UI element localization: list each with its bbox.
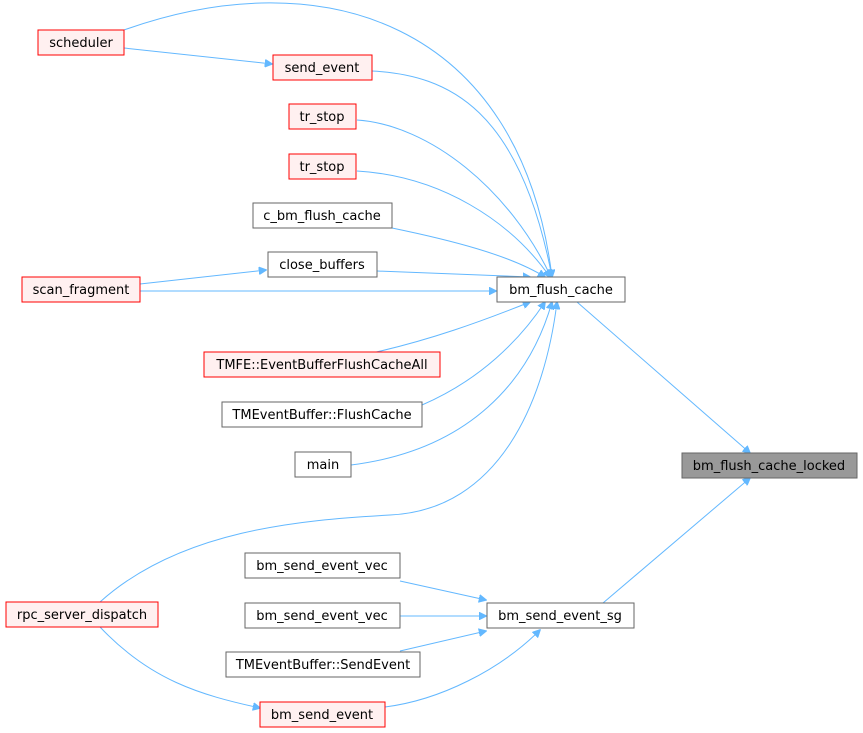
node-label: rpc_server_dispatch — [17, 608, 147, 623]
node-tr-stop-2[interactable]: tr_stop — [288, 153, 357, 180]
node-label: bm_send_event — [271, 708, 373, 723]
node-scheduler[interactable]: scheduler — [37, 29, 125, 56]
node-bm-send-event-vec-2[interactable]: bm_send_event_vec — [244, 602, 401, 629]
edge-close-buffers-to-bm-flush-cache — [376, 270, 530, 277]
edge-bm-send-event-sg-to-locked — [602, 478, 750, 604]
edge-vec-1-to-sg — [399, 580, 486, 600]
node-bm-send-event[interactable]: bm_send_event — [259, 701, 386, 728]
node-send-event[interactable]: send_event — [272, 54, 373, 81]
node-bm-send-event-sg[interactable]: bm_send_event_sg — [486, 602, 635, 629]
node-bm-flush-cache-locked[interactable]: bm_flush_cache_locked — [681, 452, 858, 479]
node-bm-send-event-vec-1[interactable]: bm_send_event_vec — [244, 552, 401, 579]
edge-tr-stop-2-to-bm-flush-cache — [356, 170, 550, 277]
node-tmeventbuffer-sendevent[interactable]: TMEventBuffer::SendEvent — [225, 651, 421, 678]
node-label: tr_stop — [299, 160, 344, 175]
edge-scheduler-to-bm-flush-cache — [123, 2, 552, 277]
edge-bm-send-event-to-sg — [384, 630, 540, 708]
node-label: tr_stop — [299, 110, 344, 125]
node-tmeventbuffer-flushcache[interactable]: TMEventBuffer::FlushCache — [221, 401, 423, 428]
edge-bm-flush-cache-to-locked — [576, 301, 750, 453]
node-tr-stop-1[interactable]: tr_stop — [288, 103, 357, 130]
edge-tmeventbuffer-sendevent-to-sg — [399, 631, 486, 652]
edge-rpc-to-bm-send-event — [99, 626, 260, 708]
node-label: scan_fragment — [33, 283, 130, 298]
edge-tmfe-flush-all-to-bm-flush-cache — [371, 302, 530, 354]
node-label: bm_send_event_vec — [256, 559, 388, 574]
edge-scan-fragment-to-close-buffers — [139, 270, 266, 285]
node-label: c_bm_flush_cache — [263, 209, 381, 224]
node-label: bm_flush_cache — [509, 283, 613, 298]
edge-send-event-to-bm-flush-cache — [371, 70, 552, 277]
node-tmfe-eventbufferflushcacheall[interactable]: TMFE::EventBufferFlushCacheAll — [203, 351, 441, 378]
node-close-buffers[interactable]: close_buffers — [267, 251, 378, 278]
node-label: main — [307, 458, 339, 473]
node-bm-flush-cache[interactable]: bm_flush_cache — [496, 276, 626, 303]
node-label: TMFE::EventBufferFlushCacheAll — [215, 358, 427, 373]
node-scan-fragment[interactable]: scan_fragment — [21, 276, 141, 303]
edge-main-to-bm-flush-cache — [350, 302, 552, 466]
edges-layer — [99, 2, 750, 708]
node-label: bm_send_event_sg — [498, 609, 622, 624]
node-label: bm_flush_cache_locked — [693, 459, 845, 474]
edge-scheduler-to-send-event — [123, 47, 272, 64]
edge-rpc-to-bm-flush-cache — [99, 302, 557, 603]
node-label: bm_send_event_vec — [256, 609, 388, 624]
node-label: TMEventBuffer::SendEvent — [235, 658, 410, 673]
edge-tr-stop-1-to-bm-flush-cache — [356, 119, 551, 277]
edge-c-bm-flush-cache-to-bm-flush-cache — [391, 227, 545, 277]
node-label: scheduler — [49, 36, 113, 51]
nodes-layer: scheduler send_event tr_stop tr_stop c_b… — [5, 29, 858, 728]
node-main[interactable]: main — [294, 451, 352, 478]
node-label: send_event — [285, 61, 360, 76]
node-label: TMEventBuffer::FlushCache — [231, 408, 411, 423]
node-label: close_buffers — [279, 258, 365, 273]
node-rpc-server-dispatch[interactable]: rpc_server_dispatch — [5, 601, 159, 628]
edge-tmeventbuffer-flushcache-to-bm-flush-cache — [421, 302, 545, 406]
node-c-bm-flush-cache[interactable]: c_bm_flush_cache — [252, 202, 393, 229]
